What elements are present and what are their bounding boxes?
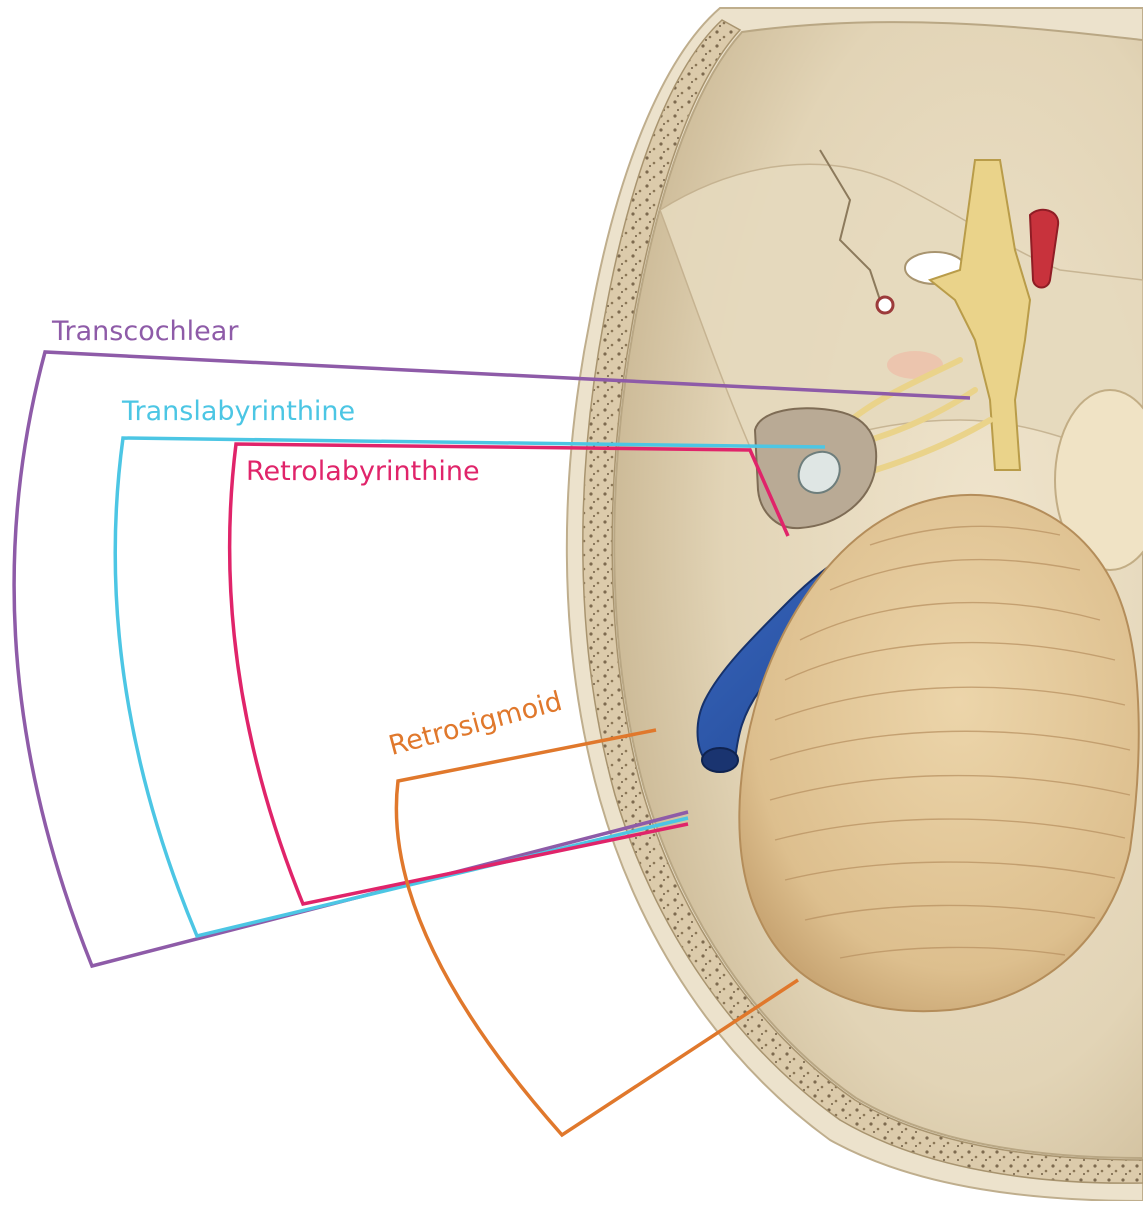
retrolabyrinthine-label: Retrolabyrinthine bbox=[246, 458, 480, 485]
retrosigmoid-outline bbox=[396, 730, 798, 1135]
transcochlear-label: Transcochlear bbox=[52, 318, 238, 345]
retrolabyrinthine-outline bbox=[230, 444, 788, 904]
translabyrinthine-label: Translabyrinthine bbox=[122, 398, 355, 425]
translabyrinthine-outline bbox=[115, 438, 825, 936]
